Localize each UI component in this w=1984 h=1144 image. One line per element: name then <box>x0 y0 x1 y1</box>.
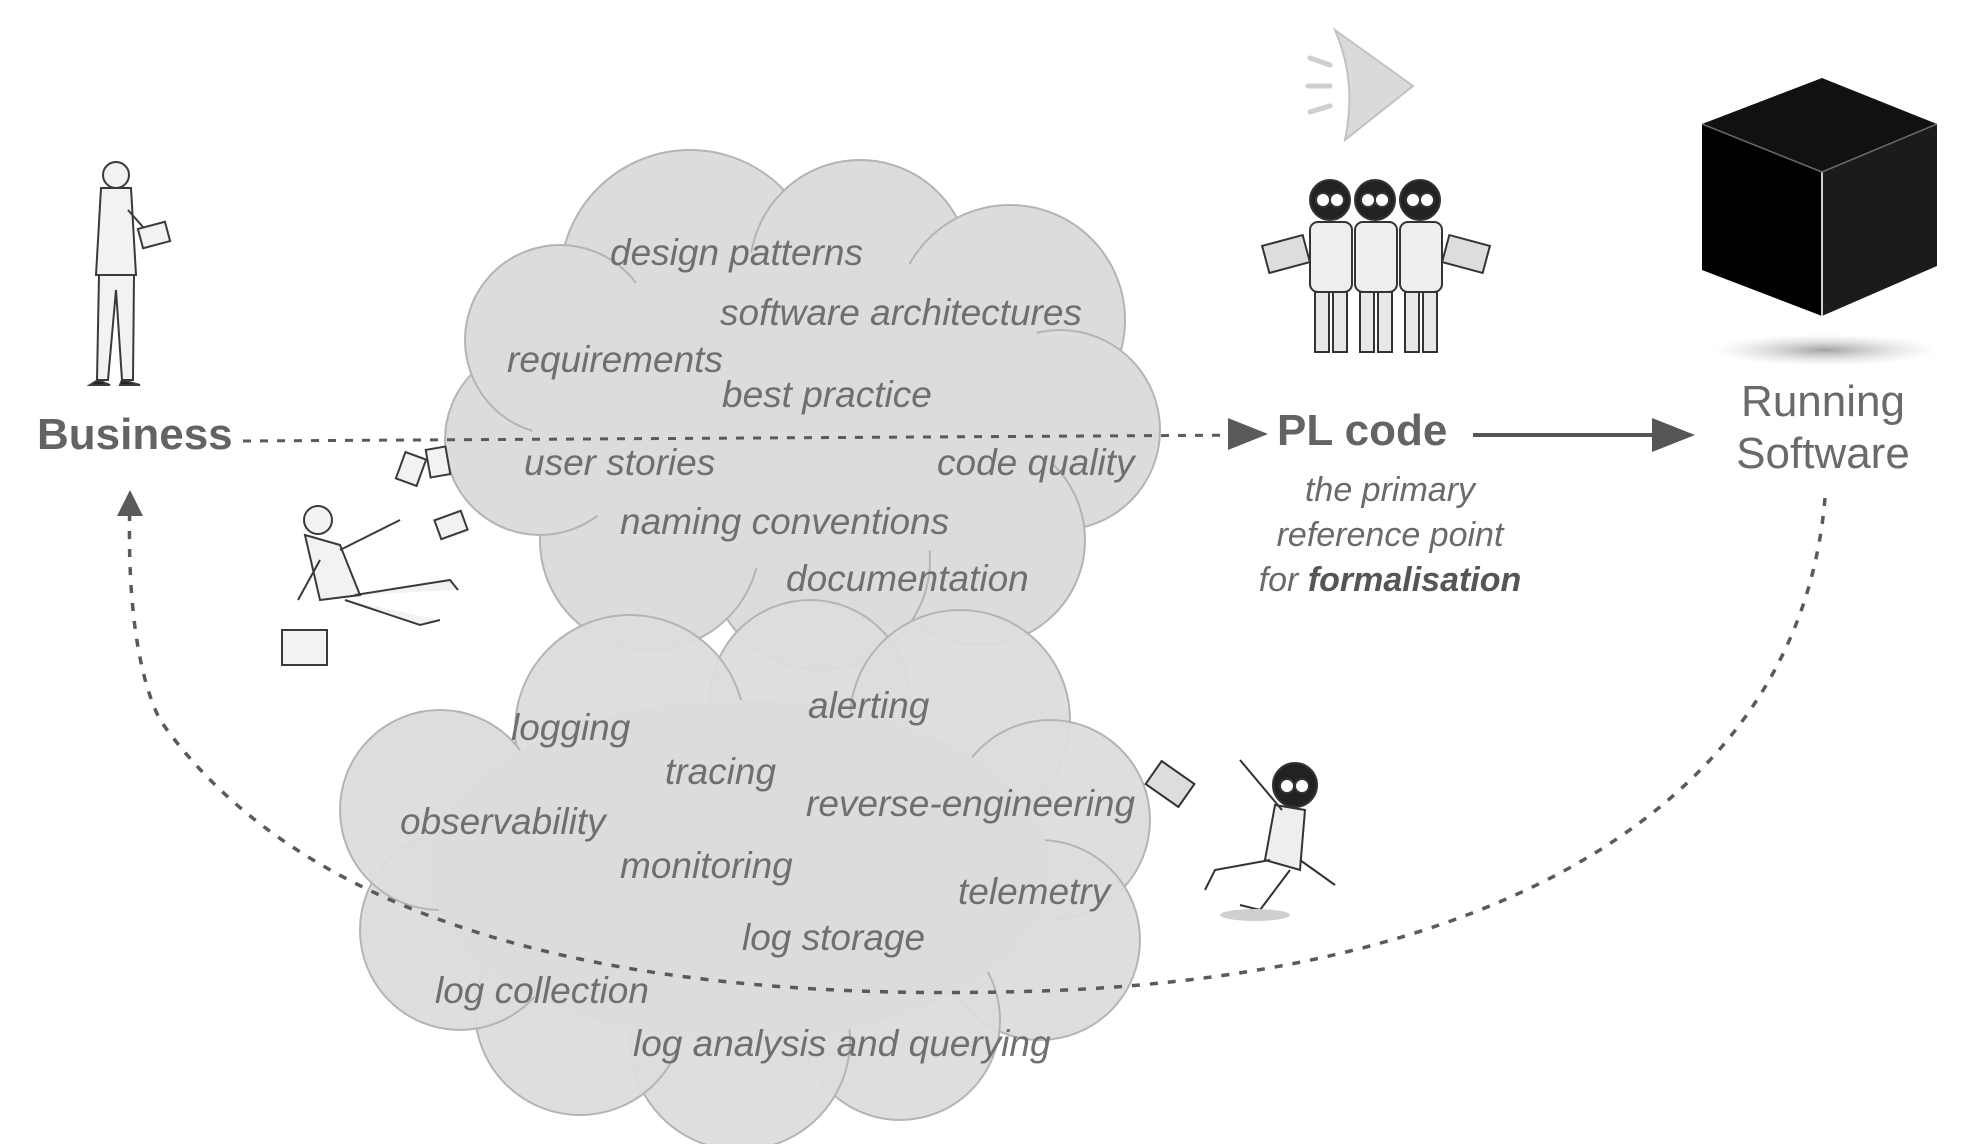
term-naming-conventions: naming conventions <box>620 501 950 542</box>
caption-line2: reference point <box>1276 516 1504 554</box>
upper-cloud <box>444 149 1161 671</box>
announce-arrow-icon <box>1305 27 1415 143</box>
black-box-cube-icon <box>1701 78 1940 366</box>
term-tracing: tracing <box>665 751 777 792</box>
term-log-storage: log storage <box>742 917 926 958</box>
term-best-practice: best practice <box>722 374 932 415</box>
running-software-label: Running Software <box>1718 376 1928 480</box>
monkey-programmers-icon <box>1260 179 1492 353</box>
term-requirements: requirements <box>507 339 723 380</box>
term-log-analysis-and-querying: log analysis and querying <box>633 1023 1051 1064</box>
lower-cloud <box>339 599 1151 1144</box>
business-label: Business <box>37 410 233 459</box>
falling-businessman-icon <box>281 445 469 666</box>
term-log-collection: log collection <box>435 970 649 1011</box>
term-documentation: documentation <box>786 558 1029 599</box>
businessman-icon <box>86 161 172 386</box>
term-monitoring: monitoring <box>620 845 793 886</box>
running-software-line1: Running <box>1741 377 1905 426</box>
term-software-architectures: software architectures <box>720 292 1082 333</box>
pl-code-caption: the primary reference point for formalis… <box>1225 468 1555 603</box>
term-reverse-engineering: reverse-engineering <box>806 783 1136 824</box>
pl-code-label: PL code <box>1277 406 1448 455</box>
term-telemetry: telemetry <box>958 871 1111 912</box>
caption-line3: for formalisation <box>1225 558 1555 603</box>
term-alerting: alerting <box>808 685 930 726</box>
term-user-stories: user stories <box>524 442 716 483</box>
term-observability: observability <box>400 801 606 842</box>
term-code-quality: code quality <box>937 442 1135 483</box>
term-logging: logging <box>511 707 631 748</box>
term-design-patterns: design patterns <box>610 232 864 273</box>
caption-formalisation: formalisation <box>1307 561 1522 599</box>
falling-monkey-icon <box>1144 759 1336 921</box>
caption-line3-prefix: for <box>1258 561 1308 599</box>
caption-line1: the primary <box>1304 471 1476 509</box>
running-software-line2: Software <box>1736 429 1910 478</box>
